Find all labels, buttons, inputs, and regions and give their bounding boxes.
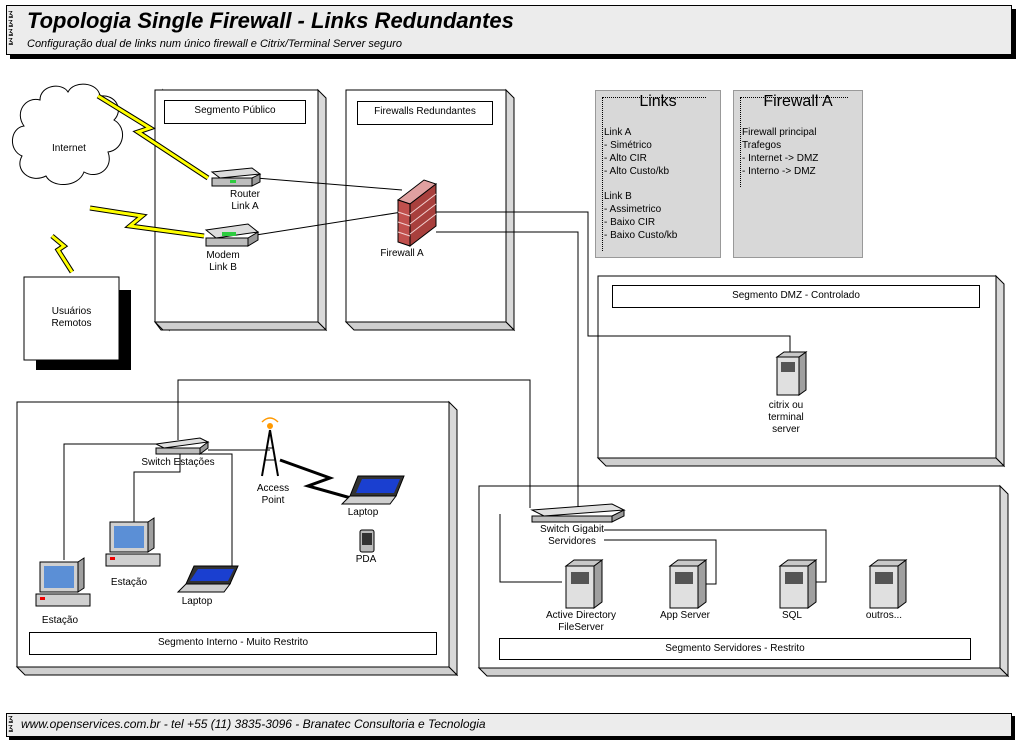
switch-gigabit-icon xyxy=(530,503,626,523)
estacao-1-icon xyxy=(35,557,91,607)
estacao-2-icon xyxy=(105,517,161,567)
outros-label: outros... xyxy=(865,610,903,621)
usuarios-box xyxy=(23,276,120,361)
note-links: Links Link A - Simétrico - Alto CIR - Al… xyxy=(595,90,721,258)
modem-icon xyxy=(204,223,260,247)
footer-text: www.openservices.com.br - tel +55 (11) 3… xyxy=(21,717,486,731)
laptop-wired-icon xyxy=(176,565,239,593)
laptop-wireless-label: Laptop xyxy=(347,507,379,518)
citrix-label-2: terminal xyxy=(768,412,804,423)
pda-icon xyxy=(359,529,375,553)
note-firewall-line: - Interno -> DMZ xyxy=(742,166,816,177)
segment-dmz-label: Segmento DMZ - Controlado xyxy=(612,285,980,308)
citrix-label-1: citrix ou xyxy=(768,400,804,411)
sql-label: SQL xyxy=(781,610,802,621)
switch-estacoes-label: Switch Estações xyxy=(141,457,215,468)
ad-server-label-1: Active Directory xyxy=(545,610,616,621)
citrix-label-3: server xyxy=(772,424,800,435)
usuarios-label-1: Usuários xyxy=(51,306,92,317)
ad-server-label-2: FileServer xyxy=(558,622,604,633)
firewall-label: Firewall A xyxy=(380,248,424,259)
app-server-icon xyxy=(668,559,708,609)
outros-server-icon xyxy=(868,559,908,609)
note-links-line: - Baixo Custo/kb xyxy=(604,230,678,241)
note-links-line: - Baixo CIR xyxy=(604,217,656,228)
estacao-2-label: Estação xyxy=(110,577,148,588)
diagram-subtitle: Configuração dual de links num único fir… xyxy=(27,38,402,50)
router-icon xyxy=(210,167,262,187)
switch-estacoes-icon xyxy=(154,437,210,455)
segment-publico-label: Segmento Público xyxy=(164,100,306,124)
note-firewall-line: - Internet -> DMZ xyxy=(742,153,819,164)
note-firewall-line: Firewall principal xyxy=(742,127,817,138)
note-links-line: - Assimetrico xyxy=(604,204,662,215)
router-label-2: Link A xyxy=(231,201,259,212)
access-point-label-1: Access xyxy=(256,483,290,494)
access-point-label-2: Point xyxy=(261,495,285,506)
app-server-label: App Server xyxy=(659,610,711,621)
ad-server-icon xyxy=(564,559,604,609)
internet-cloud-icon xyxy=(12,83,123,185)
modem-label-2: Link B xyxy=(209,262,237,273)
switch-gigabit-label-1: Switch Gigabit xyxy=(540,524,604,535)
note-firewall-title: Firewall A xyxy=(763,93,833,110)
diagram-title: Topologia Single Firewall - Links Redund… xyxy=(27,8,514,33)
usuarios-label-2: Remotos xyxy=(51,318,92,329)
segment-servidores-label: Segmento Servidores - Restrito xyxy=(499,638,971,660)
estacao-1-label: Estação xyxy=(41,615,79,626)
sql-server-icon xyxy=(778,559,818,609)
laptop-wired-label: Laptop xyxy=(181,596,213,607)
pda-label: PDA xyxy=(355,554,377,565)
segment-box-interno xyxy=(15,400,459,677)
router-label-1: Router xyxy=(229,189,260,200)
segment-firewalls-label: Firewalls Redundantes xyxy=(357,101,493,125)
segment-interno-label: Segmento Interno - Muito Restrito xyxy=(29,632,437,655)
switch-gigabit-label-2: Servidores xyxy=(548,536,596,547)
note-links-line: - Alto CIR xyxy=(604,153,647,164)
citrix-server-icon xyxy=(775,351,808,396)
note-links-title: Links xyxy=(639,93,677,110)
note-firewall-line: Trafegos xyxy=(742,140,782,151)
internet-label: Internet xyxy=(52,143,86,154)
note-links-line: - Alto Custo/kb xyxy=(604,166,670,177)
note-links-line: Link A xyxy=(604,127,632,138)
network-links xyxy=(63,177,827,585)
wireless-link-icon xyxy=(279,458,359,502)
laptop-wireless-icon xyxy=(340,475,405,505)
modem-label-1: Modem xyxy=(206,250,240,261)
note-links-line: Link B xyxy=(604,191,632,202)
note-firewall: Firewall A Firewall principal Trafegos -… xyxy=(733,90,863,258)
note-links-line: - Simétrico xyxy=(604,140,652,151)
firewall-icon xyxy=(396,179,438,248)
access-point-icon xyxy=(261,417,279,477)
